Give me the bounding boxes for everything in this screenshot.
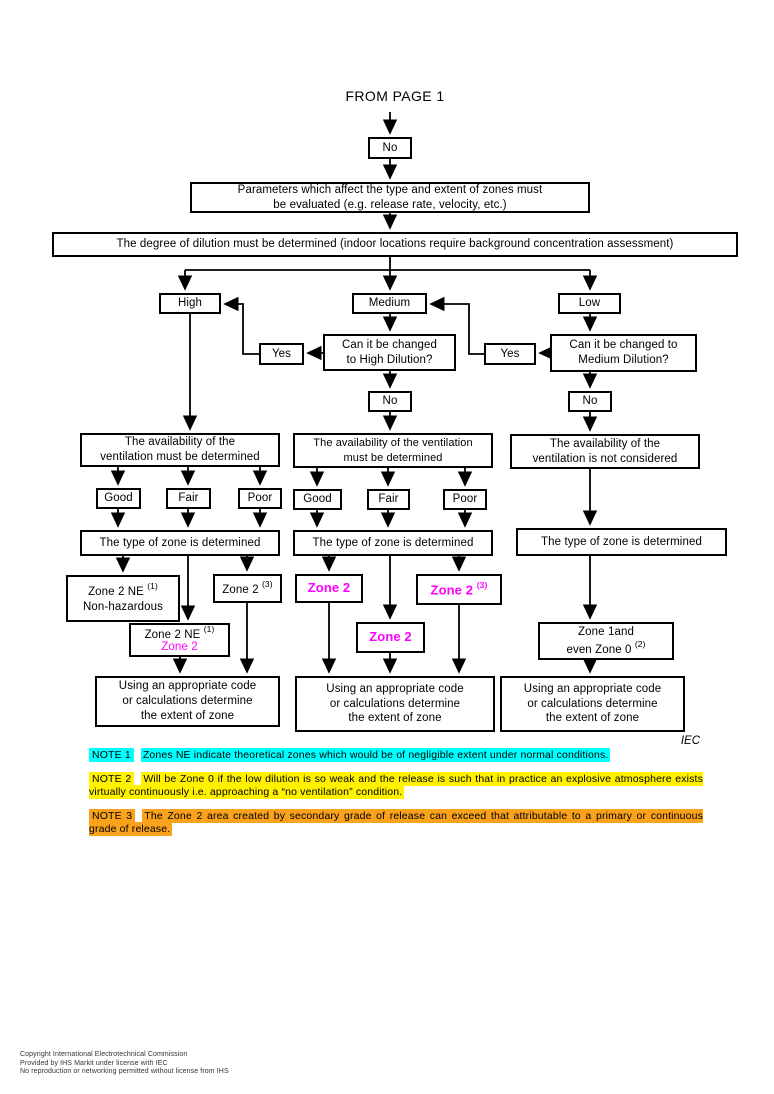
node-availability-not-considered: The availability of the ventilation is n… (510, 434, 700, 469)
note-1: NOTE 1 Zones NE indicate theoretical zone… (89, 748, 703, 762)
node-poor-1: Poor (238, 488, 282, 509)
copyright-block: Copyright International Electrotechnical… (20, 1051, 229, 1077)
node-fair-1: Fair (166, 488, 211, 509)
node-zone2-note3-left: Zone 2 (3) (213, 574, 282, 603)
node-zone2-note3-mid: Zone 2 (3) (416, 574, 502, 605)
note-3-label: NOTE 3 (89, 809, 136, 823)
note-2-text: Will be Zone 0 if the low dilution is so… (89, 772, 703, 799)
node-can-change-medium-dilution: Can it be changed to Medium Dilution? (550, 334, 697, 372)
node-yes-1: Yes (259, 343, 304, 365)
note-ref-2: (2) (634, 638, 646, 649)
page-title: FROM PAGE 1 (345, 88, 445, 104)
note-ref-1: (1) (203, 623, 215, 634)
note-ref-3: (3) (476, 579, 488, 590)
note-1-text: Zones NE indicate theoretical zones whic… (140, 748, 611, 762)
copyright-line: No reproduction or networking permitted … (20, 1068, 229, 1076)
node-yes-2: Yes (484, 343, 536, 365)
note-ref-3: (3) (262, 578, 273, 589)
note-ref-1: (1) (147, 581, 158, 592)
note-3-text: The Zone 2 area created by secondary gra… (89, 809, 703, 836)
node-zone2-good: Zone 2 (295, 574, 363, 603)
node-availability-determined-1: The availability of the ventilation must… (80, 433, 280, 467)
node-using-code-3: Using an appropriate code or calculation… (500, 676, 685, 732)
node-type-of-zone-2: The type of zone is determined (293, 530, 493, 556)
node-type-of-zone-3: The type of zone is determined (516, 528, 727, 556)
node-can-change-high-dilution: Can it be changed to High Dilution? (323, 334, 456, 371)
node-availability-determined-2: The availability of the ventilation must… (293, 433, 493, 468)
node-good-1: Good (96, 488, 141, 509)
node-using-code-1: Using an appropriate code or calculation… (95, 676, 280, 727)
node-zone2-fair: Zone 2 (356, 622, 425, 653)
node-low: Low (558, 293, 621, 314)
node-type-of-zone-1: The type of zone is determined (80, 530, 280, 556)
node-zone2ne-zone2: Zone 2 NE (1) Zone 2 (129, 623, 230, 657)
node-good-2: Good (293, 489, 342, 510)
node-using-code-2: Using an appropriate code or calculation… (295, 676, 495, 732)
node-zone1-zone0: Zone 1and even Zone 0 (2) (538, 622, 674, 660)
node-medium: Medium (352, 293, 427, 314)
copyright-line: Copyright International Electrotechnical… (20, 1051, 188, 1058)
node-no-2: No (368, 391, 412, 412)
node-parameters: Parameters which affect the type and ext… (190, 182, 590, 213)
note-2-label: NOTE 2 (89, 772, 135, 786)
iec-label: IEC (680, 735, 700, 747)
node-fair-2: Fair (367, 489, 410, 510)
copyright-line: Provided by IHS Markit under license wit… (20, 1059, 168, 1067)
node-no-1: No (368, 137, 412, 159)
node-degree-of-dilution: The degree of dilution must be determine… (52, 232, 738, 257)
node-no-3: No (568, 391, 612, 412)
node-poor-2: Poor (443, 489, 487, 510)
node-zone2ne-nonhazardous: Zone 2 NE (1) Non-hazardous (66, 575, 180, 622)
note-1-label: NOTE 1 (89, 748, 134, 762)
node-high: High (159, 293, 221, 314)
